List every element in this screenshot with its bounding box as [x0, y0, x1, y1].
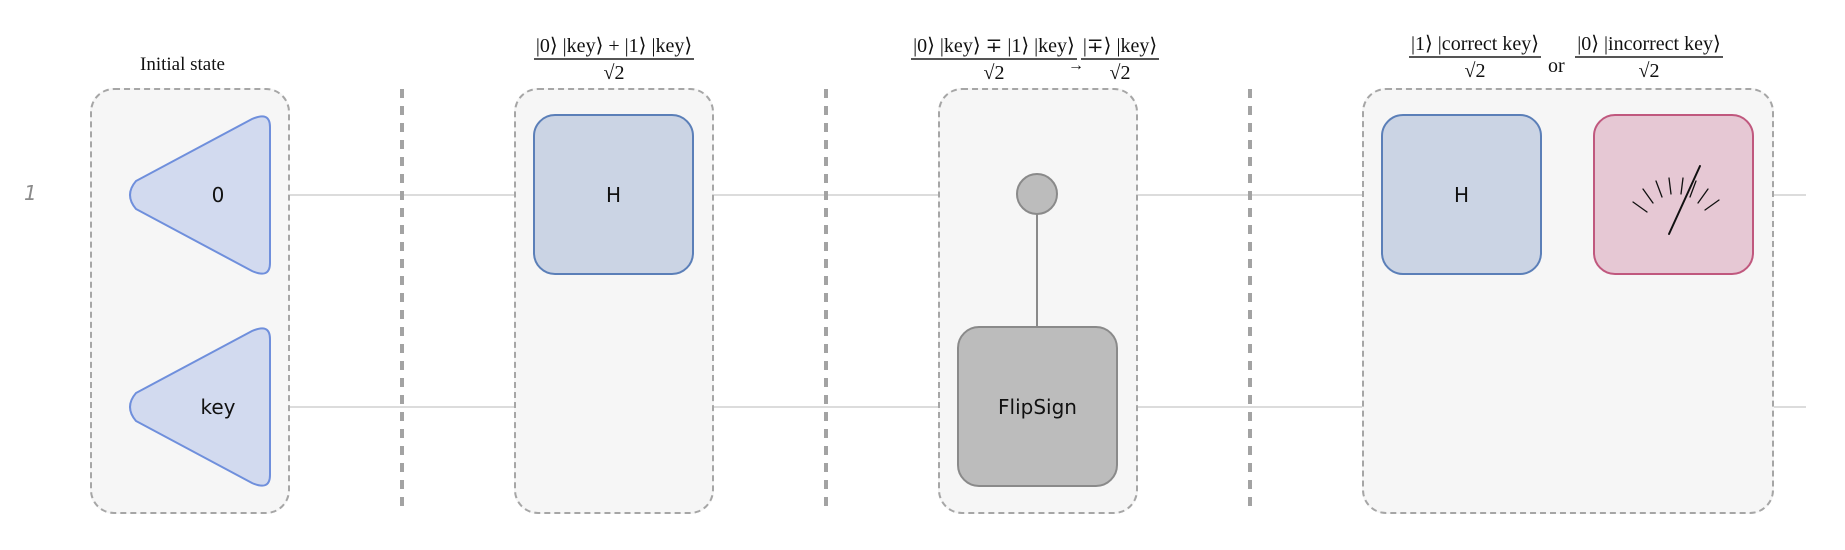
stage-divider: [824, 89, 828, 514]
stage-divider: [400, 89, 404, 514]
meter-icon: [1632, 165, 1720, 235]
meter-tick: [1697, 188, 1709, 204]
qubit-index-label: 1: [24, 181, 37, 205]
fraction-denominator: √2: [983, 62, 1005, 84]
or-separator: or: [1548, 55, 1565, 77]
stage-2-state-fraction: |0⟩ |key⟩ + |1⟩ |key⟩ √2: [533, 34, 695, 84]
control-dot[interactable]: [1015, 172, 1059, 216]
fraction-denominator: √2: [603, 62, 625, 84]
input-triangle-1: [129, 327, 271, 487]
stage-3-state-fraction-right: |∓⟩ |key⟩ √2: [1080, 34, 1160, 84]
meter-tick: [1704, 199, 1720, 211]
meter-tick: [1642, 188, 1654, 204]
input-qubit-0[interactable]: [122, 113, 282, 277]
initial-state-caption: Initial state: [140, 54, 225, 75]
flipsign-gate[interactable]: FlipSign: [957, 326, 1118, 487]
meter-needle: [1668, 165, 1701, 235]
fraction-denominator: √2: [1109, 62, 1131, 84]
stage-3-state-fraction-left: |0⟩ |key⟩ ∓ |1⟩ |key⟩ √2: [911, 34, 1077, 84]
meter-tick: [1680, 177, 1684, 195]
input-triangle-0: [129, 115, 271, 275]
fraction-denominator: √2: [1638, 60, 1660, 82]
input-label-1: key: [200, 395, 236, 419]
control-connector: [1036, 195, 1038, 330]
fraction-numerator: |∓⟩ |key⟩: [1080, 34, 1160, 60]
measurement-gate[interactable]: [1593, 114, 1754, 275]
input-label-0: 0: [211, 183, 225, 207]
fraction-numerator: |1⟩ |correct key⟩: [1409, 32, 1541, 58]
fraction-numerator: |0⟩ |key⟩ + |1⟩ |key⟩: [533, 34, 695, 60]
stage-4-state-fraction-right: |0⟩ |incorrect key⟩ √2: [1573, 32, 1725, 82]
fraction-numerator: |0⟩ |key⟩ ∓ |1⟩ |key⟩: [911, 34, 1077, 60]
hadamard-gate[interactable]: H: [1381, 114, 1542, 275]
meter-tick: [1632, 201, 1648, 213]
meter-tick: [1668, 177, 1672, 195]
fraction-numerator: |0⟩ |incorrect key⟩: [1575, 32, 1723, 58]
transition-arrow: →: [1068, 57, 1084, 74]
input-qubit-1[interactable]: [122, 325, 282, 489]
meter-tick: [1689, 180, 1697, 198]
hadamard-gate[interactable]: H: [533, 114, 694, 275]
fraction-denominator: √2: [1464, 60, 1486, 82]
stage-4-state-fraction-left: |1⟩ |correct key⟩ √2: [1408, 32, 1542, 82]
control-dot-circle: [1016, 173, 1058, 215]
meter-tick: [1655, 180, 1663, 198]
stage-divider: [1248, 89, 1252, 514]
